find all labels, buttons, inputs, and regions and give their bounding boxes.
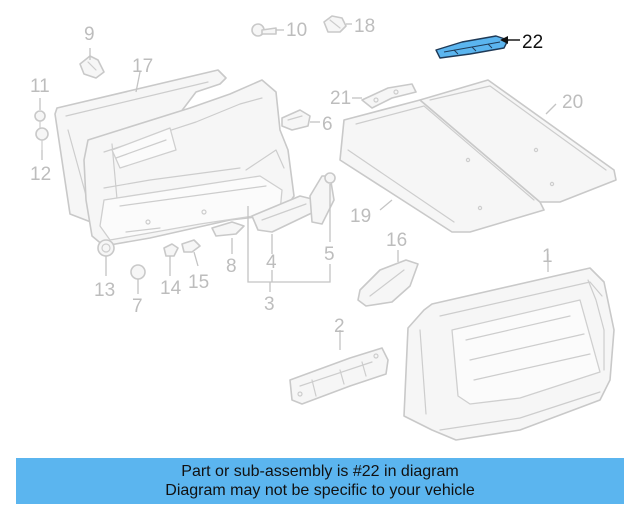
banner-line-part: Part or sub-assembly is #22 in diagram	[181, 463, 459, 480]
parts-diagram: 1 2 3 4 5 6 7 8 9 10 11 12 13 14 15 16 1…	[30, 15, 617, 441]
callout-11: 11	[30, 76, 50, 97]
part-13-grommet[interactable]	[97, 239, 115, 257]
callout-17: 17	[132, 56, 153, 77]
callout-labels: 1 2 3 4 5 6 7 8 9 10 11 12 13 14 15 16 1…	[30, 16, 583, 337]
callout-21: 21	[330, 88, 351, 109]
callout-4: 4	[266, 252, 277, 273]
callout-18: 18	[354, 16, 375, 37]
callout-2: 2	[334, 316, 345, 337]
part-18-clip[interactable]	[323, 15, 347, 33]
part-6-bracket[interactable]	[281, 109, 311, 131]
callout-20: 20	[562, 92, 583, 113]
callout-3: 3	[264, 294, 275, 315]
callout-6: 6	[322, 114, 333, 135]
callout-7: 7	[132, 296, 143, 317]
callout-14: 14	[160, 278, 182, 299]
part-10-screw[interactable]	[251, 23, 277, 37]
callout-1: 1	[542, 246, 553, 267]
callout-19: 19	[350, 206, 371, 227]
part-7-plug[interactable]	[130, 264, 146, 280]
part-17-quarter-trim-panel[interactable]	[83, 79, 295, 247]
part-8-trim[interactable]	[211, 221, 245, 237]
part-15-clip[interactable]	[181, 239, 201, 253]
info-banner: Part or sub-assembly is #22 in diagram D…	[16, 458, 624, 504]
part-21-hook[interactable]	[361, 83, 417, 109]
callout-8: 8	[226, 256, 237, 277]
part-22-pointer-arrow	[500, 36, 520, 44]
part-5-trim-pillar[interactable]	[309, 172, 336, 225]
callout-13: 13	[94, 280, 115, 301]
callout-12: 12	[30, 164, 51, 185]
part-1-rear-quarter-panel[interactable]	[403, 267, 615, 441]
banner-line-disclaimer: Diagram may not be specific to your vehi…	[165, 482, 475, 499]
part-20-cargo-cover[interactable]	[419, 79, 617, 203]
callout-5: 5	[324, 244, 335, 265]
callout-10: 10	[286, 20, 307, 41]
part-12-fastener[interactable]	[35, 127, 49, 151]
part-9-clip[interactable]	[79, 55, 105, 79]
part-14-clip[interactable]	[163, 243, 179, 257]
part-16-panel[interactable]	[357, 259, 419, 307]
part-22-highlighted-trim[interactable]	[435, 35, 509, 59]
callout-22: 22	[522, 32, 543, 53]
callout-15: 15	[188, 272, 209, 293]
part-2-bracket[interactable]	[289, 347, 389, 405]
part-11-fastener[interactable]	[34, 110, 46, 129]
callout-9: 9	[84, 24, 95, 45]
callout-16: 16	[386, 230, 407, 251]
